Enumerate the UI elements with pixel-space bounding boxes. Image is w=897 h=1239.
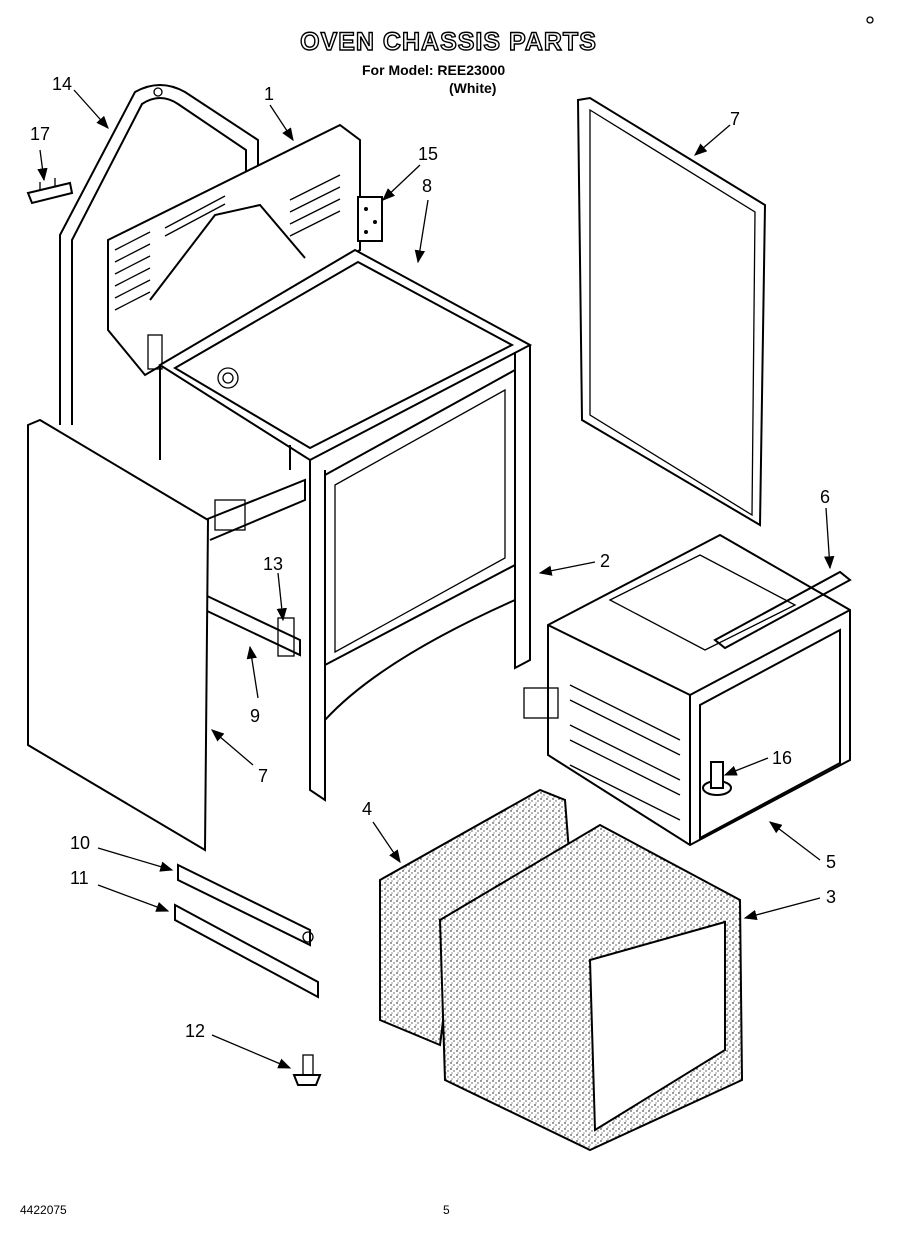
- doc-number: 4422075: [20, 1203, 67, 1217]
- callout-15: 15: [418, 144, 438, 164]
- corner-mark: [866, 16, 874, 24]
- part-11-rail: [174, 903, 319, 999]
- callout-7-top: 7: [730, 109, 740, 129]
- part-5-oven-liner: [523, 533, 851, 847]
- callout-3: 3: [826, 887, 836, 907]
- callout-8: 8: [422, 176, 432, 196]
- part-1-rear-panel: [107, 123, 361, 377]
- leader-lines: [37, 89, 835, 1069]
- callout-14: 14: [52, 74, 72, 94]
- callout-9: 9: [250, 706, 260, 726]
- callout-2: 2: [600, 551, 610, 571]
- callout-4: 4: [362, 799, 372, 819]
- callout-6: 6: [820, 487, 830, 507]
- page-number: 5: [443, 1203, 450, 1217]
- callout-17: 17: [30, 124, 50, 144]
- callout-7-left: 7: [258, 766, 268, 786]
- part-12-leveling-leg: [292, 1054, 322, 1086]
- model-line: For Model: REE23000: [362, 62, 506, 78]
- part-15-hinge-bracket: [357, 196, 383, 242]
- callout-5: 5: [826, 852, 836, 872]
- callout-13: 13: [263, 554, 283, 574]
- part-7-left-side-panel: [27, 418, 210, 852]
- part-10-rail: [177, 863, 314, 947]
- part-6-oven-rack: [713, 570, 852, 650]
- part-16-bake-element-connector: [702, 761, 732, 796]
- part-14-rear-frame-trim: [59, 84, 259, 425]
- callout-16: 16: [772, 748, 792, 768]
- color-line: (White): [449, 80, 497, 96]
- callout-10: 10: [70, 833, 90, 853]
- callout-labels: 14 17 1 15 8 7 6 2 13 9 7 16 5 3 4 10 11…: [30, 74, 836, 1041]
- part-8-chassis-frame: [158, 248, 533, 802]
- part-7-right-side-panel: [576, 96, 767, 527]
- part-9-lower-rail: [204, 478, 306, 657]
- part-3-insulation-wrap: [438, 823, 744, 1152]
- callout-11: 11: [70, 868, 89, 888]
- page-title: OVEN CHASSIS PARTS: [299, 27, 597, 56]
- part-17-clip: [26, 178, 74, 205]
- callout-12: 12: [185, 1021, 205, 1041]
- callout-1: 1: [264, 84, 274, 104]
